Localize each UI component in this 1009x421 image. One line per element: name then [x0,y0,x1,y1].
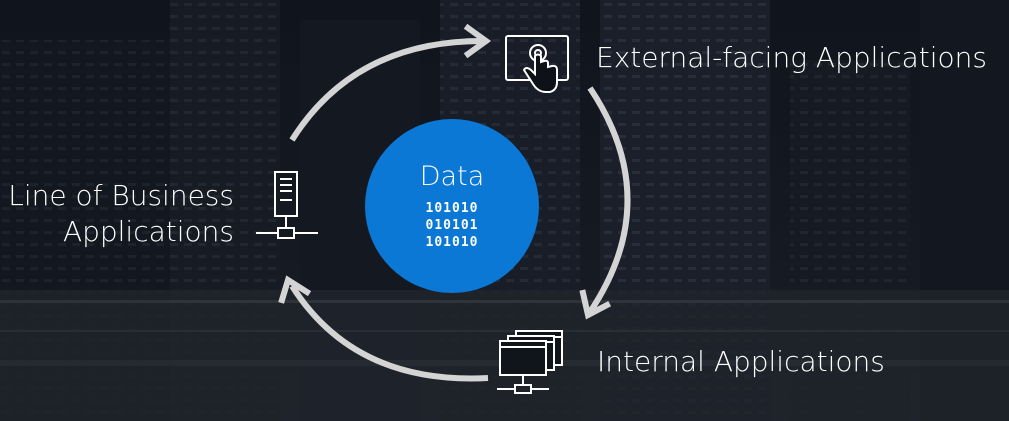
binary-line: 010101 [425,218,479,233]
networked-windows-icon [497,330,563,394]
lob-label-line: Applications [62,215,234,248]
lob-label-line: Line of Business [8,179,234,212]
arrowheads [278,23,612,320]
arrowhead-internal [579,289,612,320]
touch-screen-icon [505,35,569,93]
line-of-business-applications-label: Line of Business Applications [0,178,234,250]
arrow-internal-to-lob [289,284,489,382]
binary-line: 101010 [425,235,479,250]
arrow-external-to-internal [587,86,631,314]
internal-applications-label: Internal Applications [597,345,885,378]
external-facing-applications-label: External-facing Applications [596,41,987,74]
binary-line: 101010 [425,201,479,216]
cycle-arrows [289,37,631,382]
binary-data-text: 101010 010101 101010 [370,200,534,251]
data-circle [365,119,539,293]
arrow-lob-to-external [289,37,486,142]
arrowhead-external [463,23,492,59]
data-title: Data [419,161,485,192]
networked-server-icon [256,171,318,239]
arrowhead-lob [278,275,312,304]
